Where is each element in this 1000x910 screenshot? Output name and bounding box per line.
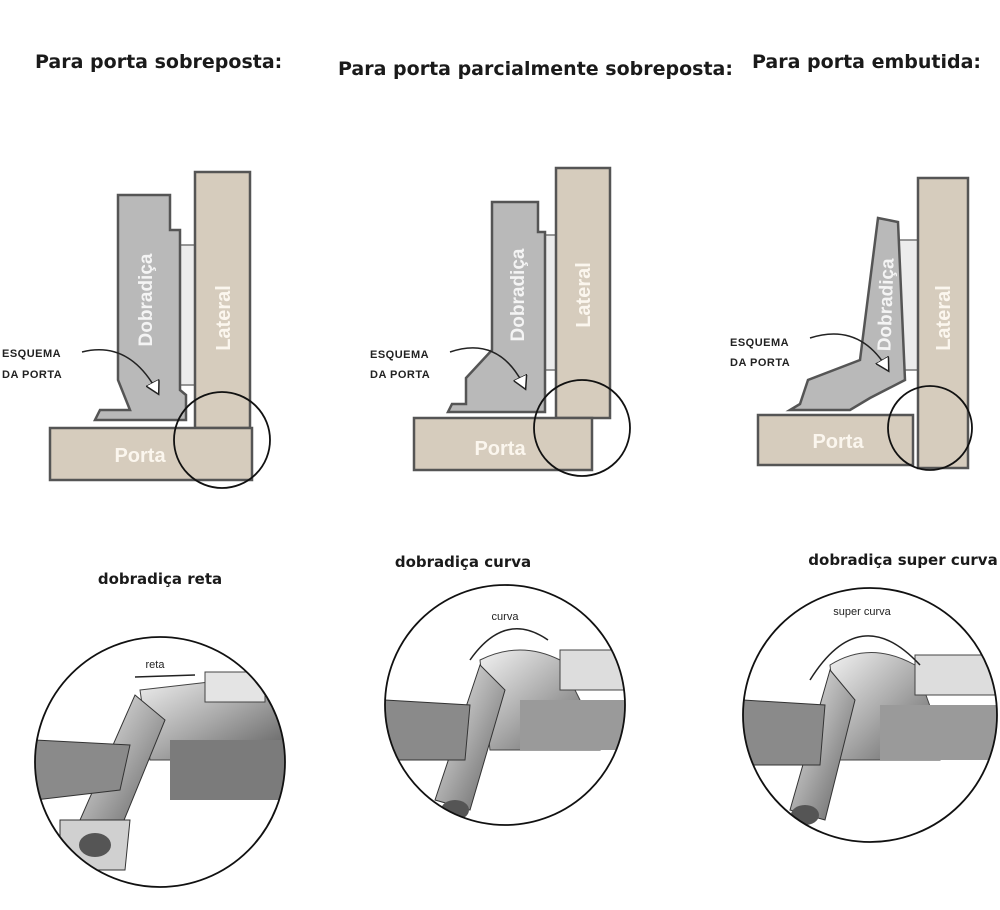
panel-inset-door: Para porta embutida: Lateral Dobradiça P… bbox=[730, 51, 981, 471]
door bbox=[48, 426, 254, 482]
hinge-title: dobradiça reta bbox=[98, 570, 222, 588]
photo-frame bbox=[34, 636, 286, 888]
panel-title: Para porta parcialmente sobreposta: bbox=[338, 58, 733, 80]
side-label: Lateral bbox=[933, 285, 955, 351]
curve-indicator bbox=[809, 635, 921, 681]
curve-indicator bbox=[469, 628, 549, 661]
note-line1: ESQUEMA bbox=[730, 337, 789, 349]
side-label: Lateral bbox=[573, 262, 595, 328]
panel-title: Para porta embutida: bbox=[752, 51, 981, 73]
hinge-tag: reta bbox=[146, 659, 166, 671]
door bbox=[412, 416, 594, 472]
door-label: Porta bbox=[474, 438, 526, 460]
arrow-icon bbox=[449, 347, 525, 388]
side-panel bbox=[916, 176, 970, 470]
door bbox=[756, 413, 915, 467]
hinge-curved: dobradiça curva curva bbox=[384, 553, 626, 826]
panel-overlay-door: Para porta sobreposta: Lateral Dobradiça… bbox=[2, 51, 282, 489]
detail-circle bbox=[173, 391, 271, 489]
panel-partial-overlay-door: Para porta parcialmente sobreposta: Late… bbox=[338, 58, 733, 477]
arrow-icon bbox=[809, 333, 888, 370]
note-line2: DA PORTA bbox=[730, 357, 790, 369]
detail-circle bbox=[533, 379, 631, 477]
arrow-icon bbox=[81, 349, 158, 393]
door-label: Porta bbox=[114, 445, 166, 467]
note-line2: DA PORTA bbox=[2, 369, 62, 381]
note-line2: DA PORTA bbox=[370, 369, 430, 381]
photo-frame bbox=[742, 587, 998, 843]
detail-circle bbox=[887, 385, 973, 471]
door-label: Porta bbox=[812, 431, 864, 453]
hinge-tag: curva bbox=[492, 611, 520, 623]
hinge-photo bbox=[385, 585, 625, 825]
hinge-arm bbox=[445, 200, 547, 414]
hinge-label: Dobradiça bbox=[874, 258, 898, 352]
hinge-photo bbox=[743, 588, 997, 842]
hinge-title: dobradiça curva bbox=[395, 553, 531, 571]
panel-title: Para porta sobreposta: bbox=[35, 51, 282, 73]
photo-frame bbox=[384, 584, 626, 826]
measure-line bbox=[134, 674, 196, 678]
hinge-tag: super curva bbox=[833, 606, 891, 618]
hinge-label: Dobradiça bbox=[136, 253, 157, 346]
hinge-straight: dobradiça reta reta bbox=[34, 570, 286, 888]
note-line1: ESQUEMA bbox=[370, 349, 429, 361]
side-label: Lateral bbox=[213, 285, 235, 351]
hinge-title: dobradiça super curva bbox=[808, 551, 997, 569]
hinge-label: Dobradiça bbox=[508, 248, 529, 341]
hinge-super-curved: dobradiça super curva super curva bbox=[742, 551, 998, 843]
hinge-photo bbox=[35, 637, 285, 887]
note-line1: ESQUEMA bbox=[2, 348, 61, 360]
side-panel bbox=[193, 170, 252, 430]
